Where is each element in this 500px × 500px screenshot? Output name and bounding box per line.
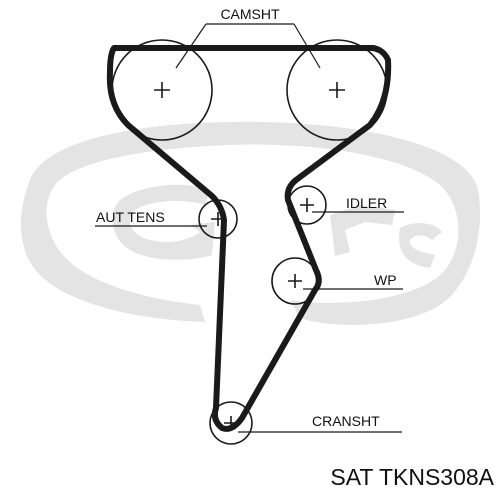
leader-lines (95, 23, 404, 433)
camshaft-pulley-right (286, 39, 388, 141)
idler-pulley (287, 185, 327, 225)
water-pump-pulley (271, 257, 319, 305)
tensioner-label: AUT TENS (96, 209, 165, 225)
timing-belt (106, 45, 392, 432)
gates-watermark-logo (20, 121, 481, 325)
camshaft-label: CAMSHT (220, 6, 280, 22)
part-number: SAT TKNS308A (330, 464, 494, 490)
camshaft-pulley-left (111, 39, 213, 141)
camshaft-leader (175, 23, 321, 69)
crankshaft-label: CRANSHT (312, 413, 380, 429)
auto-tensioner-pulley (198, 199, 238, 239)
crankshaft-pulley (209, 401, 253, 445)
water-pump-label: WP (374, 272, 397, 288)
idler-label: IDLER (346, 195, 387, 211)
